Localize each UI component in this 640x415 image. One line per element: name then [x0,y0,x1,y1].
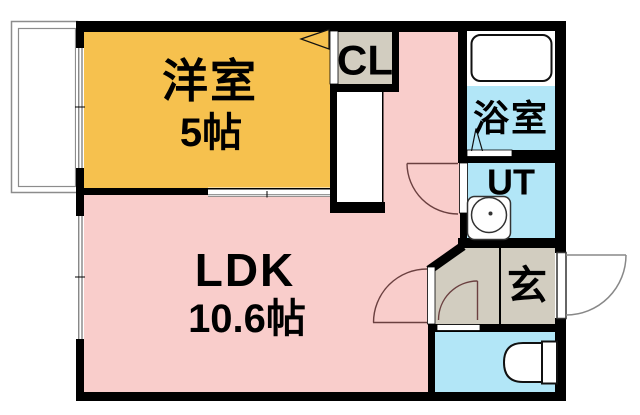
hall-divider-wall [499,248,501,324]
entrance-door-swing [565,254,627,316]
label-entrance: 玄 [507,264,547,308]
utility-door-swing [406,163,459,215]
window-ldk [75,216,85,339]
entrance-door-leaf [556,251,567,320]
toilet-door-sill [436,324,481,331]
walls [76,21,566,401]
chamfer-wall [426,242,466,274]
label-western-room-size: 5帖 [180,111,242,155]
kitchen-counter [337,92,382,202]
washbasin [466,195,512,241]
window-western-room [75,48,85,168]
label-ldk-size: 10.6帖 [188,297,306,341]
utility-doorway [459,162,468,214]
closet-door [329,30,339,85]
entrance-door [556,251,627,320]
toilet-door-swing [437,280,478,321]
bathroom-door-sill [466,149,513,157]
ldk-hall-doorway [427,266,436,325]
sliding-door-western-ldk [208,187,330,198]
toilet [502,340,558,385]
room-western-floor [84,31,330,188]
kitchen-counter-edge [382,92,384,202]
bathroom-folding-door [470,128,484,152]
door-swings [372,162,479,324]
label-utility: UT [487,162,535,203]
room-closet-floor [338,31,392,84]
label-closet: CL [337,37,393,84]
label-bathroom: 浴室 [473,98,549,139]
label-western-room: 洋室 [162,55,258,107]
label-ldk: LDK [195,244,296,296]
bathtub [467,31,555,86]
balcony [10,20,79,194]
hall-entrance-floor [429,246,555,324]
closet-door-swing [299,28,330,50]
ldk-door-swing [372,268,428,323]
